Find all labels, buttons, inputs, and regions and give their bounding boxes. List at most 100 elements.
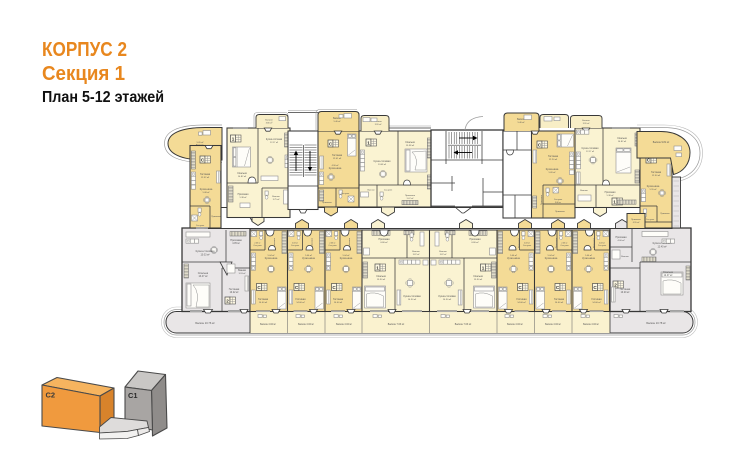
svg-text:5.04 м²: 5.04 м² xyxy=(585,254,592,257)
svg-text:Сан.узел: Сан.узел xyxy=(253,245,262,247)
svg-text:Балкон 7.03 м²: Балкон 7.03 м² xyxy=(388,323,405,326)
svg-text:14.00 м²: 14.00 м² xyxy=(296,301,305,304)
svg-text:Ванная: Ванная xyxy=(580,190,588,192)
svg-text:Балкон: Балкон xyxy=(517,119,525,121)
svg-text:Кухня-ниша: Кухня-ниша xyxy=(582,258,595,260)
svg-text:Балкон 9.81 м²: Балкон 9.81 м² xyxy=(653,141,670,144)
svg-text:Кухня-ниша: Кухня-ниша xyxy=(340,258,353,260)
svg-text:Гостиная: Гостиная xyxy=(591,298,602,301)
svg-text:13.03 м²: 13.03 м² xyxy=(200,253,209,256)
svg-text:Прихожая: Прихожая xyxy=(211,216,220,218)
svg-text:Спальня: Спальня xyxy=(617,137,627,140)
svg-text:12.40 м²: 12.40 м² xyxy=(657,245,666,248)
svg-text:3.87 м²: 3.87 м² xyxy=(440,253,447,256)
svg-text:2.03 м²: 2.03 м² xyxy=(292,241,299,244)
svg-text:12.50 м²: 12.50 м² xyxy=(652,174,661,177)
svg-text:Прихожая: Прихожая xyxy=(660,213,669,215)
svg-text:13.08 м²: 13.08 м² xyxy=(378,163,386,166)
svg-text:12.52 м²: 12.52 м² xyxy=(201,176,210,179)
svg-text:4.55 м²: 4.55 м² xyxy=(633,221,640,224)
svg-text:Кухня-гостиная: Кухня-гостиная xyxy=(266,139,283,141)
svg-text:5.38 м²: 5.38 м² xyxy=(240,196,247,199)
svg-text:C: C xyxy=(538,142,542,147)
svg-text:14.82 м²: 14.82 м² xyxy=(238,175,247,178)
svg-text:Ванная: Ванная xyxy=(439,251,447,253)
svg-text:Прихожая: Прихожая xyxy=(631,219,641,221)
svg-text:Спальня: Спальня xyxy=(473,275,483,278)
svg-text:План 5-12 этажей: План 5-12 этажей xyxy=(42,89,164,106)
svg-text:Прихожая: Прихожая xyxy=(615,236,627,239)
svg-text:Балкон: Балкон xyxy=(333,118,341,120)
svg-text:5.55 м²: 5.55 м² xyxy=(650,188,657,191)
svg-text:Гостиная: Гостиная xyxy=(258,298,269,301)
svg-text:Балкон 4.02 м²: Балкон 4.02 м² xyxy=(260,323,276,326)
svg-text:14.30 м²: 14.30 м² xyxy=(408,298,417,301)
svg-text:10.20 м²: 10.20 м² xyxy=(621,291,630,294)
svg-text:Прихожая: Прихожая xyxy=(555,211,565,213)
svg-text:3.80 м²: 3.80 м² xyxy=(266,121,273,124)
svg-text:12.47 м²: 12.47 м² xyxy=(664,274,673,277)
svg-text:Гостиная: Гостиная xyxy=(295,298,306,301)
svg-text:2.03 м²: 2.03 м² xyxy=(254,241,261,244)
svg-text:C1: C1 xyxy=(128,391,138,400)
svg-text:5.04 м²: 5.04 м² xyxy=(510,254,517,257)
svg-text:Сан.узел: Сан.узел xyxy=(196,225,205,227)
svg-text:13.47 м²: 13.47 м² xyxy=(198,275,207,278)
svg-text:12.20 м²: 12.20 м² xyxy=(549,158,558,161)
svg-text:Гостиная: Гостиная xyxy=(229,288,240,291)
svg-text:Балкон 7.03 м²: Балкон 7.03 м² xyxy=(455,323,472,326)
svg-text:Кухня-ниша: Кухня-ниша xyxy=(647,186,660,188)
svg-text:Ванная: Ванная xyxy=(412,251,420,253)
svg-text:C: C xyxy=(201,157,205,162)
svg-text:1: 1 xyxy=(613,199,616,204)
svg-text:Гостиная: Гостиная xyxy=(200,173,211,176)
svg-text:C2: C2 xyxy=(46,391,56,400)
svg-text:14.82 м²: 14.82 м² xyxy=(618,140,627,143)
svg-text:Ванная: Ванная xyxy=(367,190,374,192)
svg-text:Кухня-столовая: Кухня-столовая xyxy=(403,295,421,298)
svg-text:C: C xyxy=(295,285,299,290)
svg-text:Кухня-столовая: Кухня-столовая xyxy=(196,249,215,253)
svg-text:Сан.узел: Сан.узел xyxy=(598,245,607,247)
svg-text:Балкон 10.76 м²: Балкон 10.76 м² xyxy=(195,321,214,325)
svg-text:2: 2 xyxy=(226,298,229,303)
svg-text:Прихожая: Прихожая xyxy=(519,237,521,248)
svg-text:Прихожая: Прихожая xyxy=(594,237,596,248)
svg-text:Сан.узел: Сан.узел xyxy=(341,193,350,195)
svg-text:2.03 м²: 2.03 м² xyxy=(329,241,336,244)
svg-text:Сан.узел: Сан.узел xyxy=(560,245,569,247)
svg-text:Прихожая: Прихожая xyxy=(312,237,314,248)
svg-text:12.17 м²: 12.17 м² xyxy=(270,141,278,144)
svg-text:12.01 м²: 12.01 м² xyxy=(333,157,342,160)
svg-text:3.06 м²: 3.06 м² xyxy=(555,201,562,204)
svg-text:5.40 м²: 5.40 м² xyxy=(518,121,525,124)
svg-text:5.40 м²: 5.40 м² xyxy=(334,120,341,123)
svg-text:14.00 м²: 14.00 м² xyxy=(259,301,268,304)
svg-text:Гостиная: Гостиная xyxy=(516,298,527,301)
svg-text:15.30 м²: 15.30 м² xyxy=(377,278,386,281)
svg-text:C: C xyxy=(593,285,597,290)
svg-text:12.17 м²: 12.17 м² xyxy=(586,150,594,153)
svg-text:Сан.узел: Сан.узел xyxy=(554,199,563,201)
svg-text:2: 2 xyxy=(614,282,617,287)
svg-text:Сан.узел: Сан.узел xyxy=(328,245,337,247)
svg-text:C: C xyxy=(556,285,560,290)
svg-text:Прихожая: Прихожая xyxy=(378,238,390,241)
svg-text:5.08 м²: 5.08 м² xyxy=(203,191,210,194)
svg-text:Гостиная: Гостиная xyxy=(651,171,662,174)
svg-text:3.75 м²: 3.75 м² xyxy=(273,198,280,201)
svg-text:5.04 м²: 5.04 м² xyxy=(343,254,350,257)
svg-text:4.00 м²: 4.00 м² xyxy=(617,239,624,242)
svg-text:Кухня-ниша: Кухня-ниша xyxy=(302,258,315,260)
svg-text:Балкон: Балкон xyxy=(265,120,273,122)
svg-text:6.80 м²: 6.80 м² xyxy=(380,241,387,244)
svg-text:C: C xyxy=(332,285,336,290)
svg-text:Гостиная: Гостиная xyxy=(332,154,343,157)
svg-text:C: C xyxy=(647,157,651,162)
svg-text:5.38 м²: 5.38 м² xyxy=(607,194,614,197)
svg-text:Сан.узел: Сан.узел xyxy=(646,219,655,221)
svg-text:Прихожая: Прихожая xyxy=(556,237,558,248)
svg-text:Гостиная: Гостиная xyxy=(333,298,344,301)
svg-text:14.00 м²: 14.00 м² xyxy=(517,301,526,304)
svg-text:Гостиная: Гостиная xyxy=(620,288,631,291)
